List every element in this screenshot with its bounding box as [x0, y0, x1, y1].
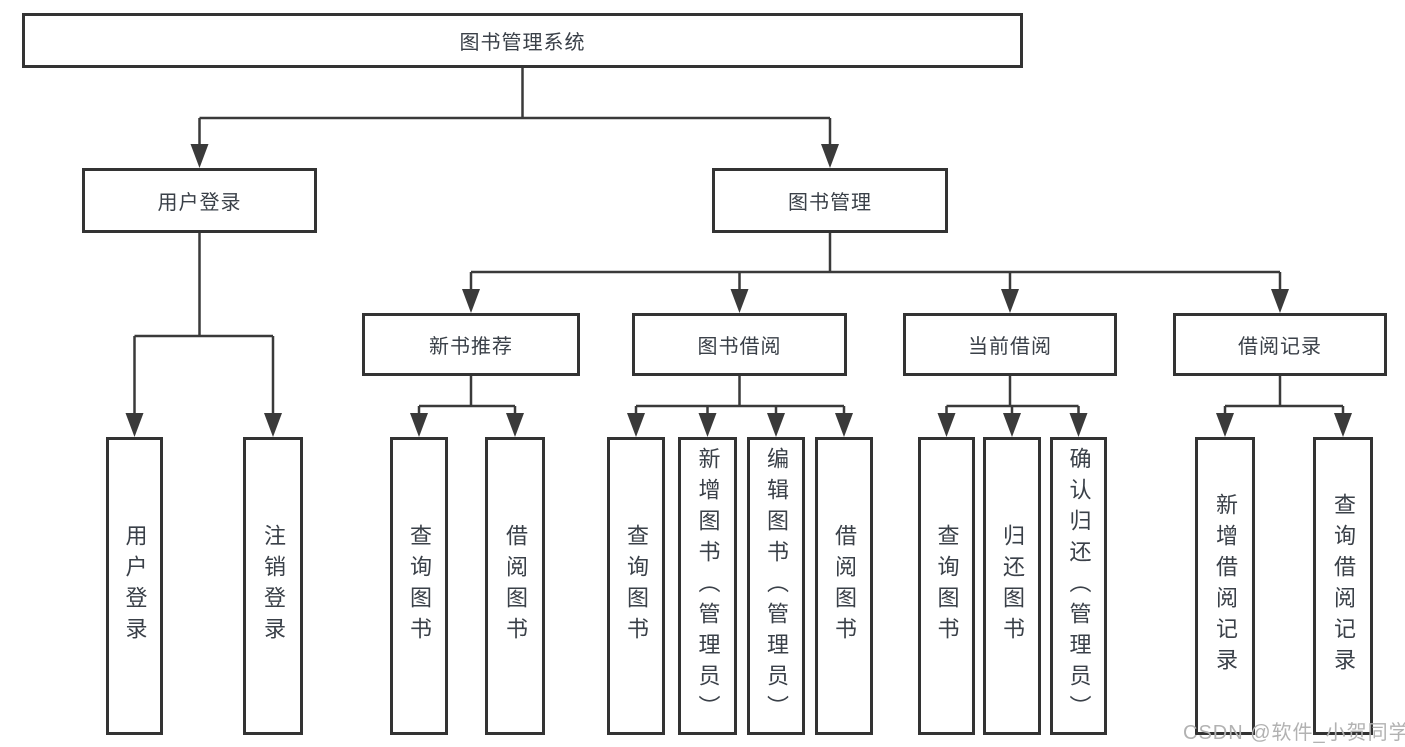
node-label: 当前借阅 — [968, 336, 1052, 358]
node-label: 注销登录 — [261, 524, 286, 648]
leaf-logout: 注销登录 — [243, 437, 303, 735]
leaf-bb-edit-books-admin: 编辑图书（管理员） — [747, 437, 805, 735]
node-label: 图书借阅 — [697, 336, 782, 358]
node-new-book-recommend: 新书推荐 — [362, 313, 580, 376]
leaf-br-add-record: 新增借阅记录 — [1195, 437, 1255, 735]
node-label: 查询图书 — [934, 524, 960, 648]
node-user-login: 用户登录 — [82, 168, 317, 233]
leaf-br-query-record: 查询借阅记录 — [1313, 437, 1373, 735]
leaf-nb-borrow-books: 借阅图书 — [485, 437, 545, 735]
leaf-cb-confirm-return-admin: 确认归还（管理员） — [1050, 437, 1107, 735]
leaf-bb-query-books: 查询图书 — [607, 437, 665, 735]
watermark: CSDN @软件_小贺同学 — [1183, 722, 1405, 744]
node-label: 查询图书 — [407, 524, 432, 648]
node-label: 图书管理 — [788, 192, 872, 214]
leaf-cb-return-books: 归还图书 — [983, 437, 1041, 735]
node-book-borrowing: 图书借阅 — [632, 313, 847, 376]
node-label: 用户登录 — [122, 524, 148, 648]
node-label: 借阅图书 — [503, 524, 528, 648]
node-label: 新书推荐 — [429, 336, 513, 358]
node-label: 借阅图书 — [832, 524, 857, 648]
node-label: 用户登录 — [157, 192, 242, 214]
leaf-nb-query-books: 查询图书 — [390, 437, 448, 735]
node-label: 借阅记录 — [1238, 336, 1322, 358]
leaf-cb-query-books: 查询图书 — [918, 437, 975, 735]
leaf-bb-add-books-admin: 新增图书（管理员） — [678, 437, 737, 735]
node-label: 新增借阅记录 — [1213, 493, 1238, 679]
leaf-bb-borrow-books: 借阅图书 — [815, 437, 873, 735]
node-label: 归还图书 — [1000, 524, 1025, 648]
node-label: 编辑图书（管理员） — [764, 446, 789, 726]
node-current-borrowing: 当前借阅 — [903, 313, 1117, 376]
node-book-management: 图书管理 — [712, 168, 948, 233]
node-label: 新增图书（管理员） — [695, 446, 721, 726]
leaf-user-login: 用户登录 — [106, 437, 163, 735]
node-label: 图书管理系统 — [459, 32, 586, 54]
node-label: 查询借阅记录 — [1331, 493, 1356, 679]
node-label: 确认归还（管理员） — [1066, 446, 1092, 726]
node-label: 查询图书 — [624, 524, 649, 648]
node-borrowing-records: 借阅记录 — [1173, 313, 1387, 376]
node-library-system: 图书管理系统 — [22, 13, 1023, 68]
